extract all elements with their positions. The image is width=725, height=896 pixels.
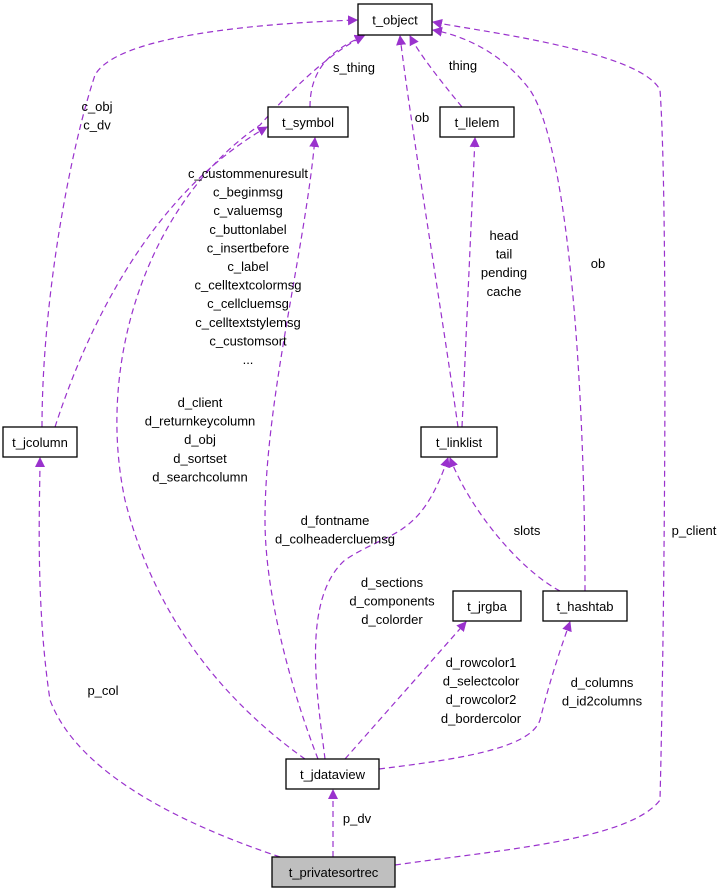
node-t-jrgba[interactable]: t_jrgba <box>452 590 522 622</box>
node-box[interactable] <box>267 106 349 138</box>
edge-t_hashtab-to-t_linklist <box>448 457 561 592</box>
edge-label: d_fontname <box>301 513 370 528</box>
edge-label: c_label <box>227 259 268 274</box>
edge-label: ... <box>243 352 254 367</box>
edge-label: d_sortset <box>173 451 227 466</box>
edge-line <box>264 137 320 760</box>
edge-line <box>409 35 463 108</box>
edge-t_privatesortrec-to-t_jcolumn <box>34 457 281 858</box>
edge-label: c_celltextstylemsg <box>195 315 300 330</box>
edge-label: thing <box>449 58 477 73</box>
edge-label: d_sections <box>361 575 424 590</box>
edge-label: d_rowcolor1 <box>446 655 517 670</box>
edge-label: p_client <box>672 523 717 538</box>
node-t-symbol[interactable]: t_symbol <box>267 106 349 138</box>
edge-label: p_dv <box>343 811 372 826</box>
edge-label: slots <box>514 523 541 538</box>
edge-label: d_searchcolumn <box>152 469 247 484</box>
edge-label: d_client <box>178 395 223 410</box>
edge-line <box>314 457 450 760</box>
edge-label: c_celltextcolormsg <box>195 278 302 293</box>
edge-line <box>41 15 358 428</box>
edge-t_symbol-to-t_object <box>309 34 365 108</box>
edge-t_jcolumn-to-t_object <box>41 15 358 428</box>
node-t-privatesortrec[interactable]: t_privatesortrec <box>271 856 396 888</box>
node-t-jdataview[interactable]: t_jdataview <box>285 758 380 790</box>
edge-line <box>344 621 467 760</box>
edge-label: tail <box>496 247 513 262</box>
node-t-llelem[interactable]: t_llelem <box>439 106 515 138</box>
edge-line <box>448 457 561 592</box>
edge-label: d_colheadercluemsg <box>275 532 395 547</box>
edge-label: pending <box>481 265 527 280</box>
node-label: t_llelem <box>455 115 500 130</box>
edge-line <box>461 137 480 428</box>
edge-label: c_beginmsg <box>213 185 283 200</box>
node-label: t_jcolumn <box>12 435 68 450</box>
edge-line <box>378 621 572 770</box>
edge-label: cache <box>487 284 522 299</box>
node-label: t_linklist <box>436 435 483 450</box>
edge-label: d_bordercolor <box>441 711 522 726</box>
edge-line <box>432 26 586 592</box>
edge-label: p_col <box>87 683 118 698</box>
node-t-linklist[interactable]: t_linklist <box>420 426 498 458</box>
node-label: t_jrgba <box>467 599 508 614</box>
edge-t_hashtab-to-t_object <box>432 26 586 592</box>
edge-label: c_cellcluemsg <box>207 296 289 311</box>
node-label: t_hashtab <box>556 599 613 614</box>
edge-label: d_returnkeycolumn <box>145 414 256 429</box>
edge-label: d_components <box>349 594 435 609</box>
edge-label: c_insertbefore <box>207 240 289 255</box>
edge-line <box>309 34 365 108</box>
edge-label: d_colorder <box>361 612 423 627</box>
node-box[interactable] <box>357 3 433 36</box>
node-box[interactable] <box>439 106 515 138</box>
node-t-hashtab[interactable]: t_hashtab <box>542 590 628 622</box>
node-box[interactable] <box>271 856 396 888</box>
edge-t_jdataview-to-t_object <box>116 35 365 760</box>
edge-line <box>396 35 459 428</box>
edge-label: head <box>490 228 519 243</box>
edge-t_jdataview-to-t_linklist <box>314 457 450 760</box>
node-label: t_object <box>372 13 418 28</box>
edge-label: d_rowcolor2 <box>446 692 517 707</box>
edge-label: c_obj <box>81 99 112 114</box>
edge-t_linklist-to-t_llelem <box>461 137 480 428</box>
edge-label: d_obj <box>184 432 216 447</box>
edge-label: ob <box>415 110 429 125</box>
edge-label: c_custommenuresult <box>188 166 308 181</box>
node-t-object[interactable]: t_object <box>357 3 433 36</box>
edge-label: d_columns <box>571 675 634 690</box>
node-box[interactable] <box>420 426 498 458</box>
edge-t_jdataview-to-t_hashtab <box>378 621 572 770</box>
edge-label: c_customsort <box>209 333 287 348</box>
edge-label: c_dv <box>83 118 111 133</box>
edge-label: c_valuemsg <box>213 203 282 218</box>
node-t-jcolumn[interactable]: t_jcolumn <box>2 426 78 458</box>
node-box[interactable] <box>452 590 522 622</box>
edge-line <box>34 457 281 858</box>
node-label: t_jdataview <box>300 767 366 782</box>
edge-t_jdataview-to-t_symbol <box>264 137 320 760</box>
edge-t_jdataview-to-t_jrgba <box>344 621 467 760</box>
edge-t_llelem-to-t_object <box>409 35 463 108</box>
edge-label: d_id2columns <box>562 694 643 709</box>
node-box[interactable] <box>542 590 628 622</box>
edge-line <box>116 35 365 760</box>
edge-label: c_buttonlabel <box>209 222 286 237</box>
edge-t_linklist-to-t_object <box>396 35 459 428</box>
node-box[interactable] <box>285 758 380 790</box>
edge-label: s_thing <box>333 60 375 75</box>
node-label: t_symbol <box>282 115 334 130</box>
node-box[interactable] <box>2 426 78 458</box>
edge-label: ob <box>591 256 605 271</box>
edge-label: d_selectcolor <box>443 674 520 689</box>
node-label: t_privatesortrec <box>289 865 379 880</box>
